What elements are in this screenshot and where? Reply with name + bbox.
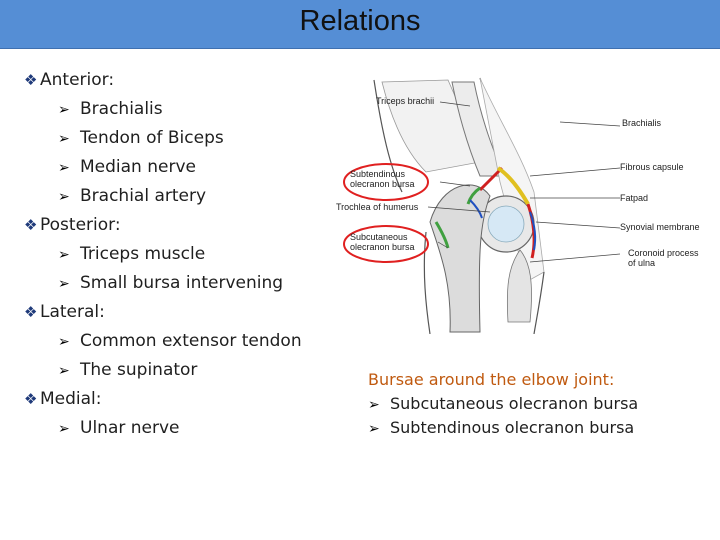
outline-item-brachialis: ➢ Brachialis xyxy=(24,95,344,124)
label-subcutaneous-line1: Subcutaneous xyxy=(350,232,408,242)
outline-item-anterior: ❖Anterior: xyxy=(24,66,344,95)
highlight-circle-subcutaneous xyxy=(343,225,429,263)
arrow-bullet-icon: ➢ xyxy=(58,334,70,350)
arrow-bullet-icon: ➢ xyxy=(58,102,70,118)
bursae-item: ➢ Subtendinous olecranon bursa xyxy=(368,416,708,440)
arrow-bullet-icon: ➢ xyxy=(58,421,70,437)
outline-item-extensor-tendon: ➢ Common extensor tendon xyxy=(24,327,344,356)
label-fibrous-capsule: Fibrous capsule xyxy=(620,162,684,172)
label-subtendinous-line1: Subtendinous xyxy=(350,169,406,179)
outline-item-label: Lateral: xyxy=(40,302,105,322)
outline-item-label: Median nerve xyxy=(80,157,196,177)
outline-item-supinator: ➢ The supinator xyxy=(24,356,344,385)
diamond-bullet-icon: ❖ xyxy=(24,216,38,234)
slide-title: Relations xyxy=(299,5,421,37)
label-fatpad: Fatpad xyxy=(620,193,649,203)
diamond-bullet-icon: ❖ xyxy=(24,71,38,89)
bursae-item: ➢ Subcutaneous olecranon bursa xyxy=(368,392,708,416)
outline-item-ulnar-nerve: ➢ Ulnar nerve xyxy=(24,414,344,443)
arrow-bullet-icon: ➢ xyxy=(58,276,70,292)
label-brachialis: Brachialis xyxy=(622,118,662,128)
outline-item-label: Triceps muscle xyxy=(80,244,206,264)
bursae-heading: Bursae around the elbow joint: xyxy=(368,370,615,389)
arrow-bullet-icon: ➢ xyxy=(58,160,70,176)
label-coronoid-line1: Coronoid process xyxy=(628,248,699,258)
label-synovial-membrane: Synovial membrane xyxy=(620,222,700,232)
outline-item-label: Brachial artery xyxy=(80,186,207,206)
outline-item-biceps-tendon: ➢ Tendon of Biceps xyxy=(24,124,344,153)
outline-item-label: Anterior: xyxy=(40,70,115,90)
diamond-bullet-icon: ❖ xyxy=(24,390,38,408)
bursae-item-label: Subtendinous olecranon bursa xyxy=(390,418,635,437)
outline-item-posterior: ❖Posterior: xyxy=(24,211,344,240)
arrow-bullet-icon: ➢ xyxy=(58,189,70,205)
outline-item-medial: ❖Medial: xyxy=(24,385,344,414)
arrow-bullet-icon: ➢ xyxy=(58,247,70,263)
outline-item-small-bursa: ➢ Small bursa intervening xyxy=(24,269,344,298)
label-subtendinous-line2: olecranon bursa xyxy=(350,179,415,189)
outline-item-label: Common extensor tendon xyxy=(80,331,302,351)
label-subcutaneous-line2: olecranon bursa xyxy=(350,242,415,252)
outline-item-triceps: ➢ Triceps muscle xyxy=(24,240,344,269)
outline-item-label: Brachialis xyxy=(80,99,163,119)
outline-item-lateral: ❖Lateral: xyxy=(24,298,344,327)
outline-item-median-nerve: ➢ Median nerve xyxy=(24,153,344,182)
arrow-bullet-icon: ➢ xyxy=(368,421,380,437)
label-trochlea-of-humerus: Trochlea of humerus xyxy=(336,202,419,212)
bursae-item-label: Subcutaneous olecranon bursa xyxy=(390,394,639,413)
outline-item-label: The supinator xyxy=(80,360,198,380)
elbow-joint-figure: Triceps brachii Brachialis Subtendinous … xyxy=(330,72,710,335)
highlight-circle-subtendinous xyxy=(343,163,429,201)
arrow-bullet-icon: ➢ xyxy=(58,363,70,379)
outline-item-label: Posterior: xyxy=(40,215,121,235)
outline-item-brachial-artery: ➢ Brachial artery xyxy=(24,182,344,211)
outline-item-label: Ulnar nerve xyxy=(80,418,180,438)
title-bar: Relations xyxy=(0,0,720,49)
label-triceps-brachii: Triceps brachii xyxy=(376,96,435,106)
arrow-bullet-icon: ➢ xyxy=(58,131,70,147)
label-coronoid-line2: of ulna xyxy=(628,258,656,268)
bursae-list: Bursae around the elbow joint: ➢ Subcutan… xyxy=(368,368,708,440)
outline-item-label: Tendon of Biceps xyxy=(80,128,224,148)
elbow-sagittal-section-illustration xyxy=(343,77,621,335)
arrow-bullet-icon: ➢ xyxy=(368,397,380,413)
relations-outline: ❖Anterior: ➢Brachialis ➢Tendon of Biceps… xyxy=(24,66,344,443)
outline-item-label: Small bursa intervening xyxy=(80,273,284,293)
outline-item-label: Medial: xyxy=(40,389,102,409)
diamond-bullet-icon: ❖ xyxy=(24,303,38,321)
